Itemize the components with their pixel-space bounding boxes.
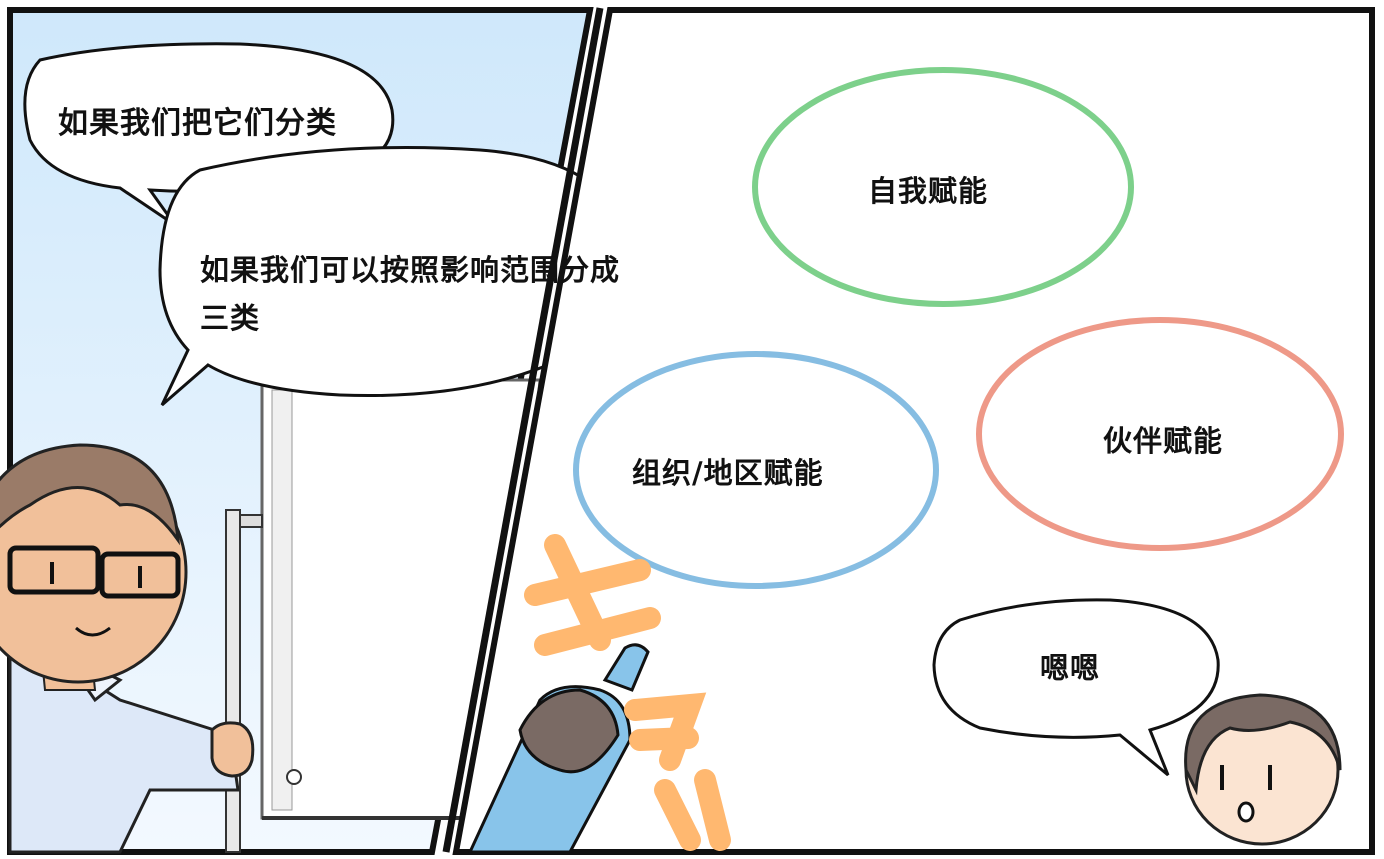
hair [0,443,180,546]
sound-effect-art [524,534,731,851]
man-with-glasses [0,443,255,854]
partner-empowerment-label: 伙伴赋能 [1103,424,1224,458]
speech-bubble-3 [932,598,1220,777]
girl-hair [1184,693,1342,796]
right-panel [452,7,1375,855]
speech-bubble-2-text: 如果我们可以按照影响范围分成三类 [200,253,621,335]
speech-bubble-3-text: 嗯嗯 [1040,651,1101,685]
circle-org-empowerment [573,351,939,589]
smile [75,626,111,637]
org-empowerment-label: 组织/地区赋能 [632,456,824,490]
marker-tip [602,643,650,692]
girl-mouth [1237,801,1255,823]
hand [210,721,255,778]
girl-character [1184,693,1342,846]
glasses-icon [7,545,181,599]
speech-bubble-1-text: 如果我们把它们分类 [58,106,337,141]
whiteboard-pole [225,509,241,853]
circle-partner-empowerment [976,317,1344,551]
marker-pen [467,643,650,854]
panel-gutter [442,7,604,853]
self-empowerment-label: 自我赋能 [868,174,989,208]
speech-bubble-2 [158,146,632,407]
magnet-icon [286,769,302,785]
circle-self-empowerment [752,67,1134,307]
left-panel [0,7,632,855]
